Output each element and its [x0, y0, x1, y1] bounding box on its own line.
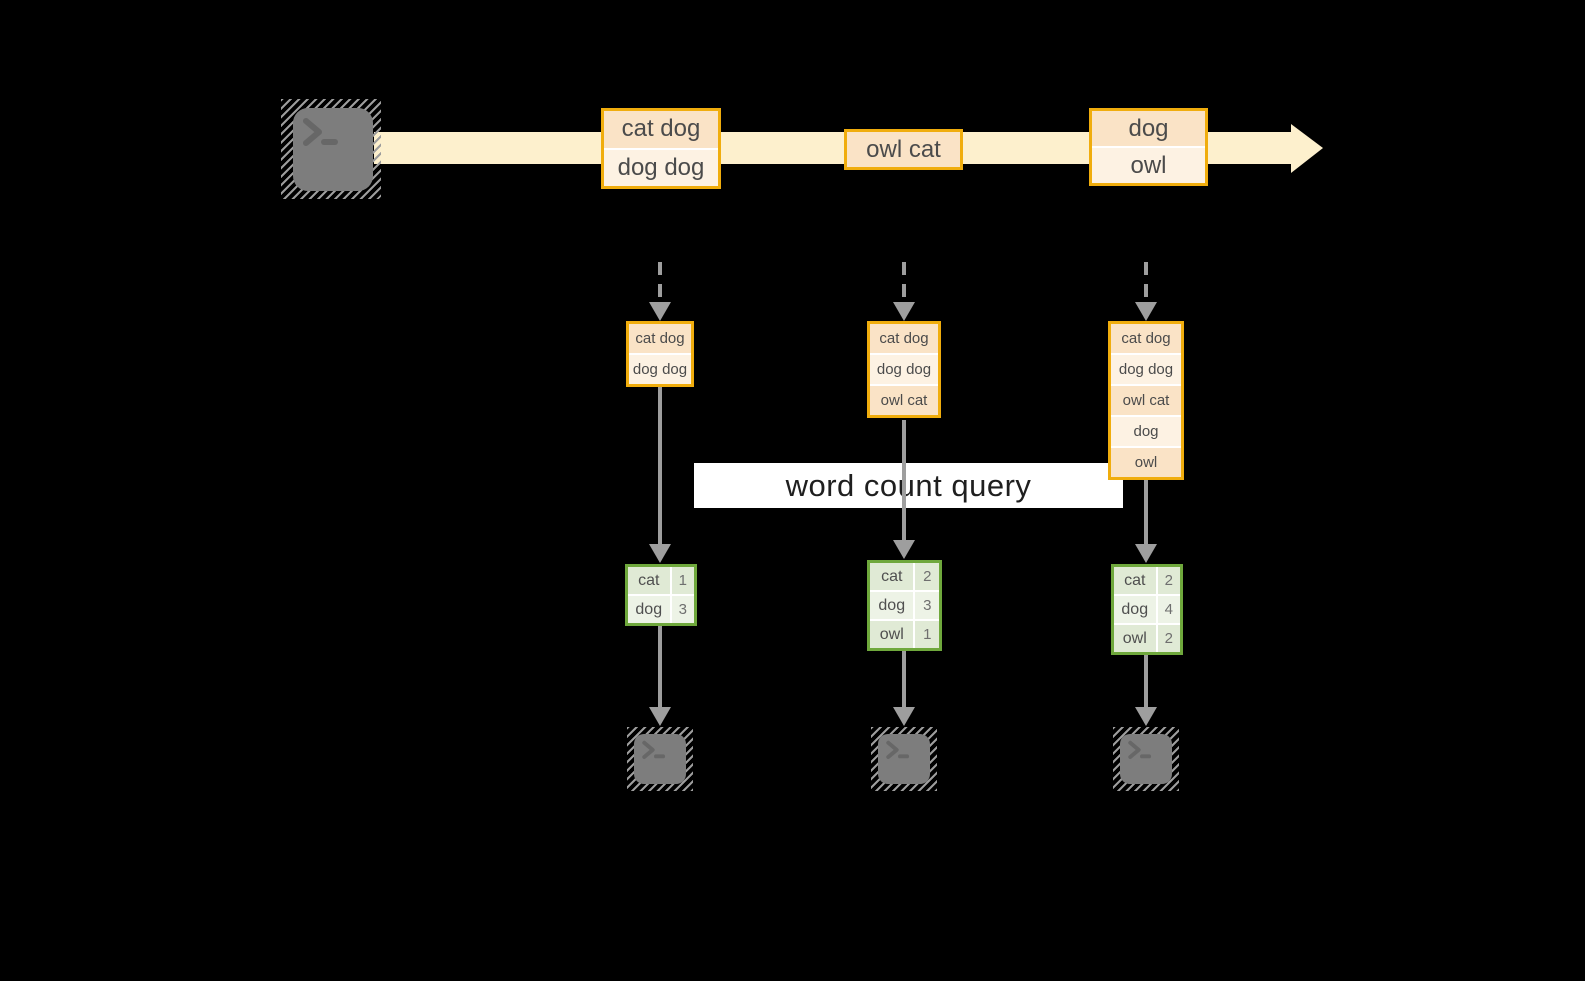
down-arrowhead-icon [649, 544, 671, 563]
stream-record-cell: dog [1092, 111, 1205, 146]
dashed-down-arrow [1144, 262, 1148, 304]
dashed-down-arrow [902, 262, 906, 304]
count-cell: 2 [915, 563, 939, 590]
down-arrow [902, 651, 906, 707]
stream-record: owl cat [844, 129, 963, 170]
stream-record-cell: cat dog [604, 111, 718, 148]
down-arrowhead-icon [1135, 707, 1157, 726]
terminal-prompt-icon [886, 740, 910, 759]
down-arrowhead-icon [1135, 302, 1157, 321]
word-cell: dog [870, 592, 914, 619]
down-arrowhead-icon [1135, 544, 1157, 563]
state-store: cat dog dog dog owl cat [867, 321, 941, 418]
store-cell: dog [1111, 417, 1181, 446]
stream-record: dog owl [1089, 108, 1208, 186]
count-cell: 4 [1157, 596, 1180, 623]
query-label: word count query [785, 467, 1032, 503]
store-cell: owl cat [1111, 386, 1181, 415]
down-arrow [1144, 480, 1148, 545]
output-terminal-icon [627, 727, 693, 791]
word-cell: cat [628, 567, 670, 594]
count-cell: 3 [671, 596, 694, 623]
word-cell: owl [1114, 625, 1156, 652]
store-cell: cat dog [1111, 324, 1181, 353]
stream-record: cat dog dog dog [601, 108, 721, 189]
word-cell: dog [1114, 596, 1156, 623]
word-cell: cat [1114, 567, 1156, 594]
state-store: cat dog dog dog owl cat dog owl [1108, 321, 1184, 480]
store-cell: dog dog [870, 355, 938, 384]
output-terminal-icon [1113, 727, 1179, 791]
state-store: cat dog dog dog [626, 321, 694, 387]
stream-arrowhead-icon [1291, 124, 1323, 173]
terminal-prompt-icon [303, 118, 338, 146]
store-cell: owl cat [870, 386, 938, 415]
terminal-prompt-icon [642, 740, 666, 759]
count-table: cat 2 dog 4 owl 2 [1111, 564, 1183, 655]
down-arrowhead-icon [649, 707, 671, 726]
dashed-down-arrow [658, 262, 662, 304]
stream-record-cell: owl cat [847, 132, 960, 167]
stream-record-cell: owl [1092, 148, 1205, 183]
count-table: cat 1 dog 3 [625, 564, 697, 626]
down-arrow [658, 387, 662, 544]
terminal-prompt-icon [1128, 740, 1152, 759]
down-arrowhead-icon [649, 302, 671, 321]
store-cell: cat dog [870, 324, 938, 353]
down-arrowhead-icon [893, 707, 915, 726]
word-cell: dog [628, 596, 670, 623]
store-cell: owl [1111, 448, 1181, 477]
count-cell: 1 [915, 621, 939, 648]
down-arrow [658, 626, 662, 707]
down-arrow [902, 420, 906, 541]
output-terminal-icon [871, 727, 937, 791]
word-cell: cat [870, 563, 914, 590]
down-arrowhead-icon [893, 302, 915, 321]
store-cell: dog dog [629, 355, 691, 384]
stream-record-cell: dog dog [604, 149, 718, 186]
query-banner: word count query [694, 463, 1123, 508]
count-cell: 3 [915, 592, 939, 619]
count-cell: 2 [1157, 625, 1180, 652]
down-arrowhead-icon [893, 540, 915, 559]
count-cell: 2 [1157, 567, 1180, 594]
store-cell: cat dog [629, 324, 691, 353]
source-terminal-icon [281, 99, 381, 199]
down-arrow [1144, 655, 1148, 707]
store-cell: dog dog [1111, 355, 1181, 384]
count-cell: 1 [671, 567, 694, 594]
count-table: cat 2 dog 3 owl 1 [867, 560, 942, 651]
word-cell: owl [870, 621, 914, 648]
